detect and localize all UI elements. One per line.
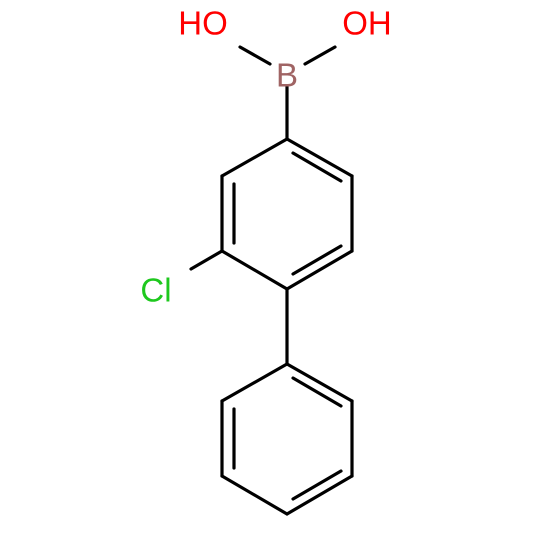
bond-ring-cl (189, 249, 224, 271)
ring-bond (220, 362, 289, 403)
bond-b-oh-left (238, 45, 272, 66)
hydroxyl-right-label: OH (342, 5, 392, 42)
ring-bond (285, 362, 354, 403)
ring-bond (220, 249, 289, 291)
bond-b-oh-right (303, 45, 337, 66)
chlorophenyl-ring (220, 137, 354, 291)
ring-double-bond (291, 151, 343, 183)
ring-bond (220, 474, 289, 516)
ring-bond (220, 137, 289, 178)
phenyl-ring (220, 362, 354, 516)
hydroxyl-left-label: HO (178, 5, 228, 42)
chlorine-label: Cl (140, 272, 171, 309)
ring-double-bond (291, 469, 343, 501)
ring-bond (285, 474, 354, 516)
ring-bond (285, 249, 354, 291)
ring-bond (285, 137, 354, 178)
boron-label: B (276, 57, 298, 94)
ring-double-bond (291, 376, 343, 408)
ring-double-bond (291, 244, 343, 276)
